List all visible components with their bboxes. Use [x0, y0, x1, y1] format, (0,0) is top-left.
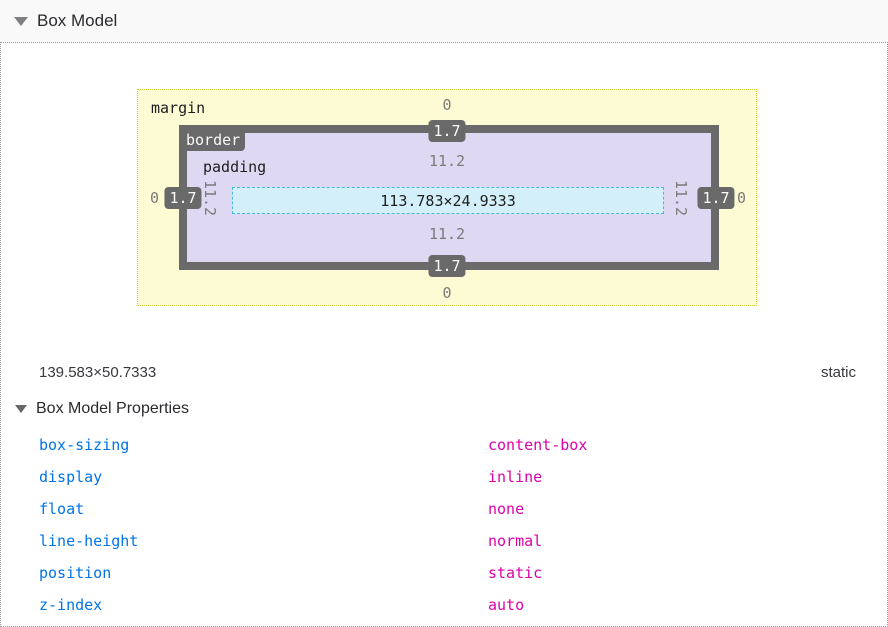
properties-section-title: Box Model Properties [36, 400, 189, 417]
property-row: line-height normal [1, 525, 887, 557]
border-top-value[interactable]: 1.7 [428, 120, 466, 142]
padding-right-value[interactable]: 11.2 [672, 179, 690, 216]
content-area[interactable]: 113.783×24.9333 [232, 187, 664, 214]
property-row: float none [1, 493, 887, 525]
element-summary: 139.583×50.7333 static [39, 361, 856, 383]
properties-list: box-sizing content-box display inline fl… [1, 429, 887, 621]
margin-right-value[interactable]: 0 [736, 188, 746, 207]
collapse-arrow-icon[interactable] [14, 16, 28, 26]
property-name: position [39, 564, 112, 582]
border-right-value[interactable]: 1.7 [697, 186, 735, 209]
property-name: line-height [39, 532, 139, 550]
border-bottom-value[interactable]: 1.7 [428, 255, 466, 277]
property-value: content-box [488, 436, 588, 454]
padding-area-label: padding [203, 158, 267, 176]
box-model-panel-header[interactable]: Box Model [0, 0, 888, 42]
property-value: none [488, 500, 525, 518]
padding-top-value[interactable]: 11.2 [428, 152, 466, 170]
property-row: box-sizing content-box [1, 429, 887, 461]
box-model-panel-content: margin 0 0 0 0 border padding 11.2 11.2 … [0, 42, 888, 627]
margin-bottom-value[interactable]: 0 [442, 284, 452, 302]
property-name: display [39, 468, 103, 486]
property-name: z-index [39, 596, 103, 614]
collapse-arrow-icon[interactable] [15, 405, 27, 413]
property-name: box-sizing [39, 436, 130, 454]
property-row: z-index auto [1, 589, 887, 621]
panel-title: Box Model [37, 11, 118, 30]
property-row: display inline [1, 461, 887, 493]
element-position: static [820, 363, 856, 381]
property-value: auto [488, 596, 525, 614]
margin-area-label: margin [151, 99, 206, 117]
border-left-value[interactable]: 1.7 [164, 186, 202, 209]
padding-left-value[interactable]: 11.2 [201, 179, 219, 216]
box-model-properties-header[interactable]: Box Model Properties [1, 397, 189, 421]
padding-bottom-value[interactable]: 11.2 [428, 225, 466, 243]
property-row: position static [1, 557, 887, 589]
margin-top-value[interactable]: 0 [442, 96, 452, 114]
content-dimensions[interactable]: 113.783×24.9333 [380, 191, 516, 210]
border-area-label: border [181, 129, 246, 151]
property-name: float [39, 500, 85, 518]
box-model-diagram: margin 0 0 0 0 border padding 11.2 11.2 … [137, 89, 757, 306]
property-value: normal [488, 532, 543, 550]
margin-left-value[interactable]: 0 [150, 188, 160, 207]
element-dimensions: 139.583×50.7333 [39, 363, 157, 381]
property-value: inline [488, 468, 543, 486]
property-value: static [488, 564, 543, 582]
